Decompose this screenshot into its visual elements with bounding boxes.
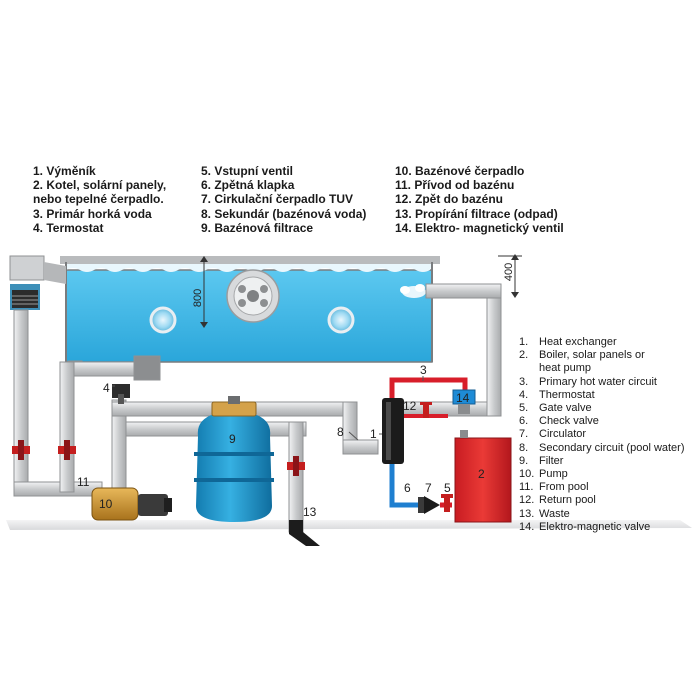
legend-cz-item: 9. Bazénová filtrace (201, 220, 314, 235)
pool-light-right (327, 306, 355, 334)
thermostat-icon (112, 384, 130, 404)
waste-valve-icon (287, 456, 305, 476)
callout-3: 3 (420, 363, 427, 377)
legend-cz-item: 11. Přívod od bazénu (395, 178, 515, 193)
pool (9, 255, 440, 363)
pool-pipes (13, 283, 502, 533)
callout-5: 5 (444, 481, 451, 495)
valve-left-2-icon (58, 440, 76, 460)
callout-12: 12 (403, 399, 417, 413)
legend-en-item: 3.Primary hot water circuit (519, 375, 657, 388)
electromagnetic-valve (452, 389, 476, 414)
pool-pump (91, 487, 172, 521)
legend-en-item: 4.Thermostat (519, 388, 595, 401)
legend-en: 1.Heat exchanger 2.Boiler, solar panels … (519, 336, 685, 534)
cold-return-pipe (389, 460, 424, 508)
sand-filter (194, 396, 274, 522)
legend-cz-col3: 10. Bazénové čerpadlo 11. Přívod od bazé… (395, 164, 564, 235)
legend-cz-item: 2. Kotel, solární panely, (33, 178, 167, 193)
legend-en-item: 12.Return pool (519, 494, 596, 507)
legend-cz-item: 7. Cirkulační čerpadlo TUV (201, 192, 354, 207)
depth-label: 800 (192, 289, 204, 307)
legend-cz-item: 14. Elektro- magnetický ventil (395, 220, 564, 235)
valve-left-1-icon (12, 440, 30, 460)
callout-11: 11 (77, 475, 90, 489)
legend-cz-item: 13. Propírání filtrace (odpad) (395, 206, 558, 221)
callout-14: 14 (456, 391, 470, 405)
legend-cz-item: 5. Vstupní ventil (201, 164, 294, 178)
legend-en-item: 6.Check valve (519, 415, 599, 428)
legend-en-item: 1.Heat exchanger (519, 336, 617, 348)
legend-cz-col2: 5. Vstupní ventil 6. Zpětná klapka 7. Ci… (201, 164, 366, 235)
freeboard-dimension: 400 (498, 254, 522, 298)
legend-en-item: heat pump (539, 362, 591, 375)
callout-6: 6 (404, 481, 411, 495)
legend-cz-item: 3. Primár horká voda (33, 206, 152, 221)
return-valve-icon (420, 402, 432, 418)
hot-pipe (389, 377, 468, 400)
callout-2: 2 (478, 467, 485, 481)
legend-en-item: 7.Circulator (519, 428, 587, 441)
skimmer (9, 255, 66, 310)
water-surface (66, 264, 432, 272)
depth-dimension: 800 (192, 256, 208, 328)
legend-cz-col1: 1. Výměník 2. Kotel, solární panely, neb… (33, 164, 166, 235)
gate-valve-icon (441, 494, 453, 512)
callout-8: 8 (337, 425, 344, 439)
heat-exchanger (382, 398, 404, 464)
boiler-top (460, 430, 468, 438)
legend-en-item: 8.Secondary circuit (pool water) (519, 441, 685, 454)
callout-9: 9 (229, 432, 236, 446)
legend-en-item: 5.Gate valve (519, 402, 592, 415)
pool-deck (60, 256, 440, 264)
legend-en-item: 11.From pool (519, 481, 589, 494)
legend-en-item: 2.Boiler, solar panels or (519, 349, 645, 362)
legend-cz-item: 10. Bazénové čerpadlo (395, 164, 525, 178)
legend-en-item: 14.Elektro-magnetic valve (519, 520, 651, 533)
jet-icon (226, 269, 280, 323)
legend-cz-item: 6. Zpětná klapka (201, 178, 295, 193)
callout-leaders (112, 376, 424, 441)
legend-cz-item: 1. Výměník (33, 164, 96, 178)
legend-cz-item: nebo tepelné čerpadlo. (33, 192, 164, 207)
legend-cz-item: 12. Zpět do bazénu (395, 192, 504, 207)
legend-en-item: 9.Filter (519, 454, 564, 467)
waste-pipe (289, 520, 320, 546)
pool-light-left (149, 306, 177, 334)
callout-1: 1 (370, 427, 377, 441)
return-nozzle-icon (400, 284, 426, 298)
callout-4: 4 (103, 381, 110, 395)
legend-cz-item: 8. Sekundár (bazénová voda) (201, 206, 367, 221)
callout-10: 10 (99, 497, 113, 511)
floor (6, 520, 692, 530)
callout-13: 13 (303, 505, 317, 519)
legend-cz-item: 4. Termostat (33, 220, 104, 235)
legend-en-item: 10.Pump (519, 468, 568, 481)
freeboard-label: 400 (503, 263, 515, 281)
callout-7: 7 (425, 481, 432, 495)
boiler (454, 437, 512, 523)
circulator-icon (418, 496, 440, 514)
legend-en-item: 13.Waste (519, 507, 570, 520)
